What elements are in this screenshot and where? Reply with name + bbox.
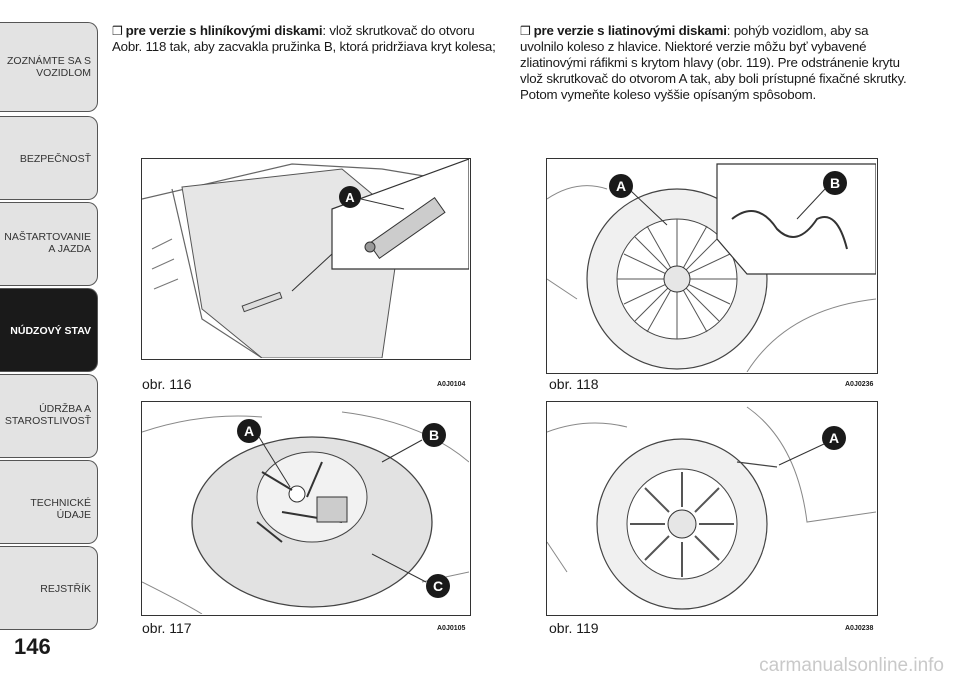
figure-118: A B (546, 158, 878, 374)
spare-compartment-illustration: A (142, 159, 469, 358)
tab-rejstrik[interactable]: REJSTŘÍK (0, 546, 98, 630)
left-body: : vlož skrutkovač do otvoru Aobr. 118 ta… (112, 23, 496, 54)
tab-label: ÚDRŽBA A STAROSTLIVOSŤ (4, 403, 91, 427)
checkbox-bullet-icon: ❒ (520, 24, 531, 38)
figure-119: A (546, 401, 878, 616)
figure-118-caption: obr. 118 (549, 376, 599, 392)
tab-nudzovy-stav[interactable]: NÚDZOVÝ STAV (0, 288, 98, 372)
figure-118-code: A0J0236 (845, 381, 874, 388)
figure-119-code: A0J0238 (845, 625, 874, 632)
alloy-wheel-illustration: A (547, 406, 876, 610)
callout-a: A (829, 430, 839, 446)
spare-wheel-illustration: A B C (142, 411, 469, 614)
watermark: carmanualsonline.info (759, 655, 944, 676)
tab-label: ZOZNÁMTE SA S VOZIDLOM (6, 55, 91, 79)
tab-udrzba[interactable]: ÚDRŽBA A STAROSTLIVOSŤ (0, 374, 98, 458)
callout-c: C (433, 578, 443, 594)
tab-label: NAŠTARTOVANIE A JAZDA (4, 231, 91, 255)
right-bold-lead: pre verzie s liatinovými diskami (533, 23, 727, 38)
callout-a-marker (339, 186, 361, 208)
figure-116-caption: obr. 116 (142, 376, 192, 392)
tab-label: REJSTŘÍK (40, 583, 91, 595)
callout-a: A (345, 190, 355, 205)
tab-nastartovanie[interactable]: NAŠTARTOVANIE A JAZDA (0, 202, 98, 286)
figure-117-caption: obr. 117 (142, 620, 192, 636)
figure-116: A (141, 158, 471, 360)
left-paragraph: ❒pre verzie s hliníkovými diskami: vlož … (112, 23, 498, 55)
figure-117-code: A0J0105 (437, 625, 466, 632)
figure-116-code: A0J0104 (437, 381, 466, 388)
callout-a: A (616, 178, 626, 194)
callout-b: B (830, 175, 840, 191)
figure-117: A B C (141, 401, 471, 616)
left-bold-lead: pre verzie s hliníkovými diskami (125, 23, 323, 38)
page-number: 146 (14, 634, 51, 659)
callout-b: B (429, 427, 439, 443)
wheel-cover-illustration: A B (547, 163, 876, 372)
tab-label: NÚDZOVÝ STAV (10, 325, 91, 337)
tab-bezpecnost[interactable]: BEZPEČNOSŤ (0, 116, 98, 200)
callout-a: A (244, 423, 254, 439)
right-paragraph: ❒pre verzie s liatinovými diskami: pohýb… (520, 23, 910, 103)
tab-technicke-udaje[interactable]: TECHNICKÉ ÚDAJE (0, 460, 98, 544)
right-body: : pohýb vozidlom, aby sa uvolnilo koleso… (520, 23, 907, 102)
tab-zoznamte-sa[interactable]: ZOZNÁMTE SA S VOZIDLOM (0, 22, 98, 112)
tab-label: BEZPEČNOSŤ (19, 153, 91, 165)
figure-119-caption: obr. 119 (549, 620, 599, 636)
checkbox-bullet-icon: ❒ (112, 24, 123, 38)
tab-label: TECHNICKÉ ÚDAJE (30, 497, 91, 521)
